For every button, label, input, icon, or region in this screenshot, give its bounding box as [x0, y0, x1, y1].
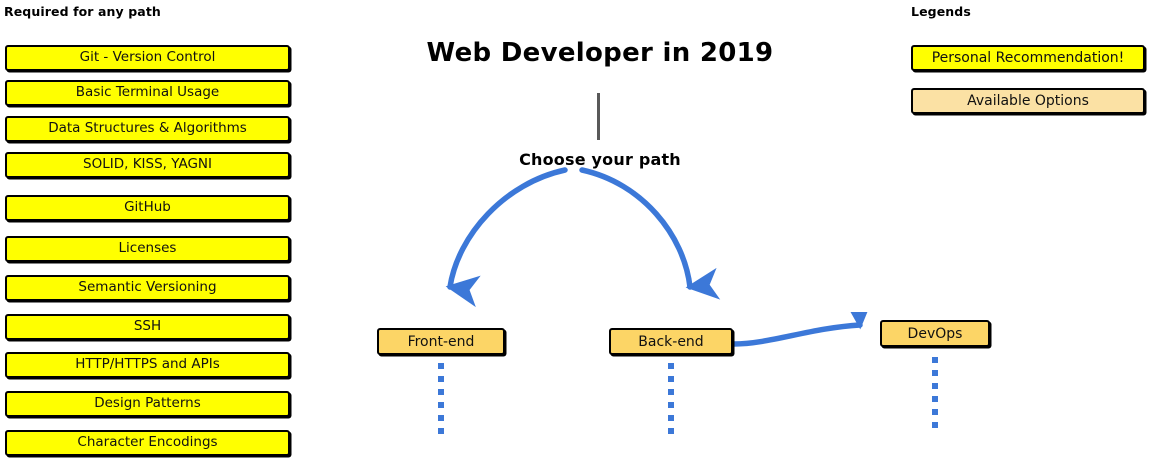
fork-arrows	[445, 167, 721, 308]
required-item-git[interactable]: Git - Version Control	[5, 45, 290, 71]
required-item-semantic-versioning[interactable]: Semantic Versioning	[5, 275, 290, 301]
required-item-terminal[interactable]: Basic Terminal Usage	[5, 80, 290, 106]
legend-personal-recommendation: Personal Recommendation!	[911, 45, 1145, 71]
required-item-data-structures[interactable]: Data Structures & Algorithms	[5, 116, 290, 142]
page-title: Web Developer in 2019	[426, 38, 774, 68]
required-section-header: Required for any path	[4, 4, 161, 19]
required-item-ssh[interactable]: SSH	[5, 314, 290, 340]
dotted-connector-back-end	[668, 363, 675, 441]
dotted-connector-front-end	[438, 363, 445, 441]
required-item-licenses[interactable]: Licenses	[5, 236, 290, 262]
path-node-front-end[interactable]: Front-end	[377, 328, 505, 355]
required-item-http-apis[interactable]: HTTP/HTTPS and APIs	[5, 352, 290, 378]
legends-section-header: Legends	[911, 4, 971, 19]
required-item-character-encodings[interactable]: Character Encodings	[5, 430, 290, 456]
path-node-devops[interactable]: DevOps	[880, 320, 990, 347]
choose-your-path-label: Choose your path	[519, 150, 681, 169]
dotted-connector-devops	[932, 357, 939, 435]
required-item-solid-kiss-yagni[interactable]: SOLID, KISS, YAGNI	[5, 152, 290, 178]
trunk-connector-line	[597, 93, 600, 140]
path-node-back-end[interactable]: Back-end	[609, 328, 733, 355]
legend-available-options: Available Options	[911, 88, 1145, 114]
backend-to-devops-arrow	[731, 312, 875, 347]
required-item-design-patterns[interactable]: Design Patterns	[5, 391, 290, 417]
required-item-github[interactable]: GitHub	[5, 195, 290, 221]
